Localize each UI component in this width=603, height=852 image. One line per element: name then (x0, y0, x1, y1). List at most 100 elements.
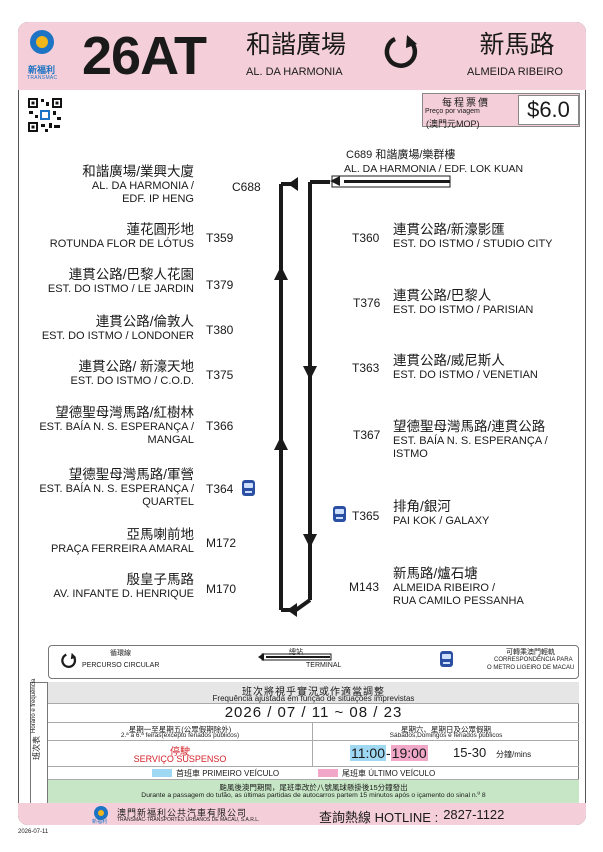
stop-name-pt: ROTUNDA FLOR DE LÓTUS (49, 238, 194, 250)
stop-name-cn: 蓮花圓形地 (126, 222, 195, 237)
schedule-side-column (30, 682, 48, 804)
stop-name-cn: 亞馬喇前地 (126, 527, 195, 542)
operating-hours: 11:00 - 19:00 (350, 745, 428, 761)
stop-left-2: 蓮花圓形地 ROTUNDA FLOR DE LÓTUS (4, 222, 194, 251)
stop-name-pt: QUARTEL (142, 496, 194, 508)
brand-en: TRANSMAC (27, 75, 58, 81)
key-row (48, 767, 579, 780)
stop-name-cn: 連貫公路/倫敦人 (95, 314, 194, 329)
legend-terminal-cn: 總站 (289, 649, 303, 656)
stop-code: T376 (353, 296, 381, 310)
legend-circular-cn: 循環線 (110, 650, 131, 657)
stop-name-cn: 望德聖母灣馬路/紅樹林 (55, 405, 194, 420)
notice-pt: Frequência ajustada em função de situaçõ… (212, 694, 415, 703)
origin-cn: 和諧廣場 (246, 31, 347, 59)
stop-name-cn: 殷皇子馬路 (126, 572, 195, 587)
fare-unit: (澳門元MOP) (426, 119, 480, 129)
stop-name-cn: 連貫公路/威尼斯人 (393, 353, 505, 368)
first-bus-legend: 首班車 PRIMEIRO VEÍCULO (176, 769, 280, 778)
side-label-pt: Horário e frequência (31, 678, 37, 733)
stop-left-5: 連貫公路/ 新濠天地 EST. DO ISTMO / C.O.D. (4, 359, 194, 388)
stop-name-pt: EDF. IP HENG (122, 193, 194, 205)
stop-left-7: 望德聖母灣馬路/軍營 EST. BAÍA N. S. ESPERANÇA / Q… (4, 467, 194, 509)
stop-right-6: 新馬路/爐石塘 ALMEIDA RIBEIRO / RUA CAMILO PES… (393, 566, 583, 608)
stop-name-pt: EST. DO ISTMO / LONDONER (41, 330, 194, 342)
date-row (48, 704, 579, 723)
legend-lrt-pt1: CORRESPONDÊNCIA PARA (494, 657, 573, 663)
stop-name-pt: EST. DO ISTMO / LE JARDIN (47, 283, 194, 295)
suspended-cn: 停駛 (170, 747, 190, 758)
hotline-number[interactable]: 2827-1122 (443, 807, 505, 822)
stop-name-cn: 連貫公路/巴黎人花園 (68, 267, 194, 282)
stop-name-pt: AL. DA HARMONIA / (91, 180, 194, 192)
brand-cn: 新福利 (28, 65, 56, 75)
legend-terminal-pt: TERMINAL (306, 662, 342, 669)
qr-code-icon[interactable] (27, 97, 63, 133)
fare-label-cn: 每程票價 (442, 98, 490, 109)
legend-circular-pt: PERCURSO CIRCULAR (82, 662, 160, 669)
stop-right-5: 排角/銀河 PAI KOK / GALAXY (393, 499, 583, 528)
stop-code: T380 (206, 323, 234, 337)
notice-row (48, 682, 579, 704)
stop-name-cn: 和諧廣場/業興大廈 (82, 164, 194, 179)
stop-name-pt: EST. BAÍA N. S. ESPERANÇA / (39, 421, 194, 433)
stop-code: T366 (206, 419, 234, 433)
last-bus-legend: 尾班車 ÚLTIMO VEÍCULO (342, 769, 436, 778)
footer-band (18, 803, 586, 825)
destination-cn: 新馬路 (479, 31, 555, 59)
legend-box (48, 645, 579, 679)
day-type-row (48, 723, 579, 741)
stop-right-4: 望德聖母灣馬路/連貫公路 EST. BAÍA N. S. ESPERANÇA /… (393, 419, 583, 461)
fare-label-pt: Preço por viagem (425, 108, 480, 115)
times-row (48, 741, 579, 767)
footer-logo-cn: 新福利 (92, 819, 108, 825)
stop-code: T365 (352, 509, 380, 523)
fare-price: $6.0 (518, 95, 579, 125)
origin-pt: AL. DA HARMONIA (246, 66, 343, 78)
last-bus-swatch (318, 769, 338, 777)
stop-name-pt: PRAÇA FERREIRA AMARAL (50, 543, 194, 555)
typhoon-cn: 颱風後澳門期間，尾班車改於八號風球懸掛後15分鐘發出 (219, 783, 408, 792)
transmac-logo-icon (94, 806, 108, 820)
stop-name-pt: MANGAL (147, 434, 194, 446)
stop-code: T363 (352, 361, 380, 375)
hotline-label: 查詢熱線 HOTLINE : (319, 810, 439, 825)
print-date: 2026-07-11 (18, 829, 49, 835)
terminal-bar-icon (258, 653, 332, 661)
destination-pt: ALMEIDA RIBEIRO (467, 66, 563, 78)
header-band (18, 22, 586, 90)
stop-name-cn: 望德聖母灣馬路/軍營 (68, 467, 194, 482)
stop-left-1: 和諧廣場/業興大廈 AL. DA HARMONIA / EDF. IP HENG (4, 164, 194, 206)
stop-code: T379 (206, 278, 234, 292)
stop-code: M172 (206, 536, 237, 550)
stop-code: M170 (206, 582, 237, 596)
stop-right-2: 連貫公路/巴黎人 EST. DO ISTMO / PARISIAN (393, 288, 583, 317)
stop-code: M143 (349, 580, 380, 594)
transmac-logo-icon (30, 30, 54, 54)
typhoon-row (48, 780, 579, 804)
stop-name-pt: EST. BAÍA N. S. ESPERANÇA / (393, 435, 548, 447)
weekend-pt: Sábados,Domingos e feriados públicos (389, 732, 503, 739)
weekday-cn: 星期一至星期五(公眾假期除外) (128, 725, 232, 734)
notice-cn: 班次將視乎實況或作適當調整 (242, 687, 385, 698)
column-divider (312, 723, 313, 767)
stop-code: C688 (232, 180, 261, 194)
terminal-stop-cn: C689 和諧廣場/樂群樓 (346, 149, 456, 161)
stop-name-cn: 連貫公路/新濠影匯 (393, 222, 505, 237)
stop-left-8: 亞馬喇前地 PRAÇA FERREIRA AMARAL (4, 527, 194, 556)
stop-left-4: 連貫公路/倫敦人 EST. DO ISTMO / LONDONER (4, 314, 194, 343)
stop-name-cn: 連貫公路/巴黎人 (393, 288, 492, 303)
hotline: 查詢熱線 HOTLINE : 2827-1122 (319, 807, 504, 826)
circular-arrow-icon (384, 35, 418, 68)
stop-left-3: 連貫公路/巴黎人花園 EST. DO ISTMO / LE JARDIN (4, 267, 194, 296)
stop-name-cn: 連貫公路/ 新濠天地 (78, 359, 194, 374)
weekend-cn: 星期六、星期日及公眾假期 (401, 725, 491, 734)
stop-code: T375 (206, 368, 234, 382)
date-range: 2026 / 07 / 11 ~ 08 / 23 (224, 704, 403, 721)
company-cn: 澳門新福利公共汽車有限公司 (117, 808, 248, 818)
stop-name-pt: RUA CAMILO PESSANHA (393, 595, 524, 607)
lrt-train-icon (242, 480, 255, 496)
stop-right-3: 連貫公路/威尼斯人 EST. DO ISTMO / VENETIAN (393, 353, 583, 382)
legend-lrt-pt2: O METRO LIGEIRO DE MACAU (487, 665, 575, 671)
last-bus-time: 19:00 (390, 745, 428, 761)
